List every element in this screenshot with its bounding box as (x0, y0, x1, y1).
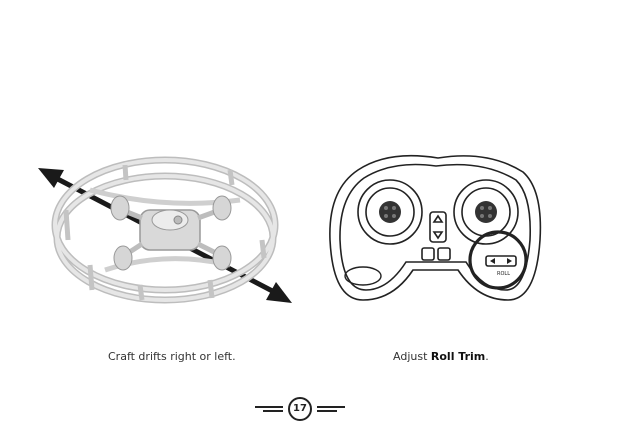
remote-controller-illustration: ROLL (318, 150, 553, 315)
caption-left: Craft drifts right or left. (108, 350, 236, 363)
roll-trim-highlight-circle (470, 232, 526, 288)
page-number: 17 (288, 399, 312, 419)
caption-right-prefix: Adjust (393, 350, 431, 363)
caption-right-bold: Roll Trim (431, 350, 485, 363)
sky-logo (345, 267, 381, 285)
page-number-block: 17 (255, 396, 345, 422)
drone-illustration (30, 140, 300, 315)
caption-right: Adjust Roll Trim. (393, 350, 489, 363)
caption-right-suffix: . (485, 350, 489, 363)
roll-label: ROLL (497, 271, 510, 277)
